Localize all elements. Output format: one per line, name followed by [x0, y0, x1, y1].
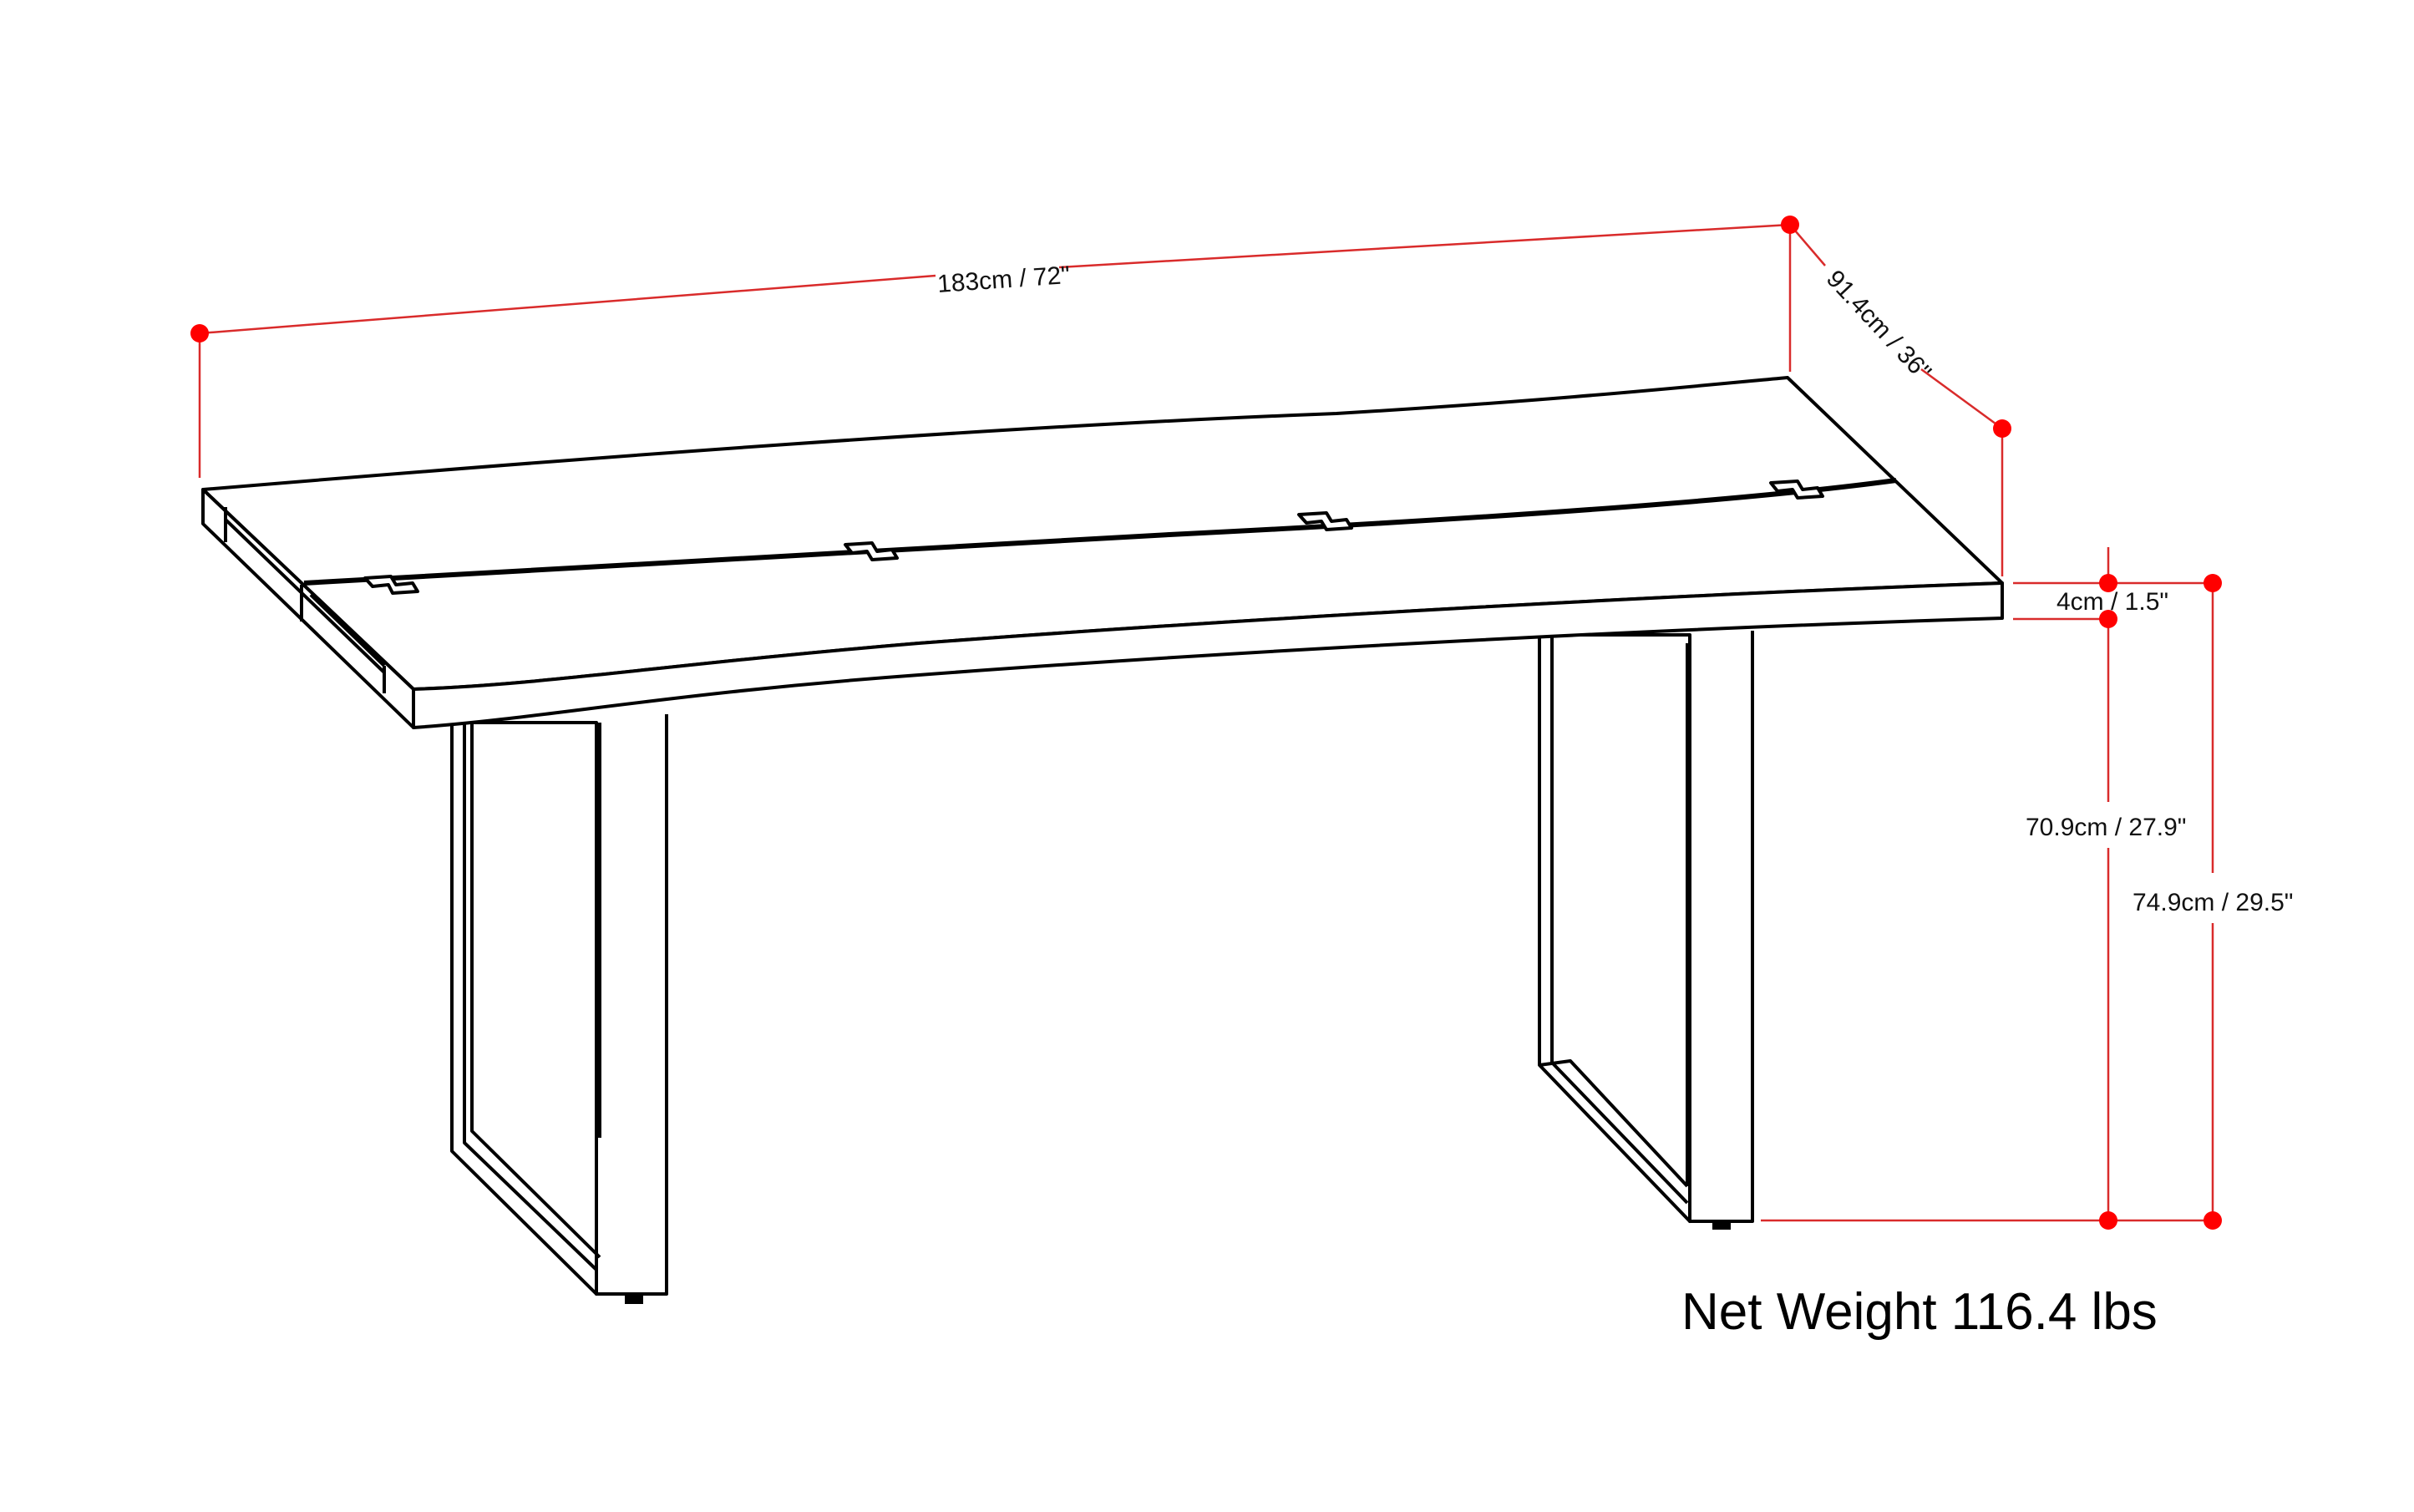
- butterfly-key: [363, 575, 419, 595]
- right-leg: [1538, 631, 1754, 1230]
- net-weight-label: Net Weight 116.4 lbs: [1681, 1283, 2158, 1341]
- overall-height-label: 74.9cm / 29.5": [2133, 889, 2293, 916]
- butterfly-key: [1297, 511, 1353, 531]
- thickness-label: 4cm / 1.5": [2056, 588, 2168, 616]
- butterfly-key: [844, 541, 899, 561]
- table-top: [201, 376, 2004, 729]
- dimension-dots: [190, 216, 2222, 1230]
- butterfly-key: [1769, 479, 1824, 500]
- length-label: 183cm / 72": [936, 261, 1071, 298]
- depth-label: 91.4cm / 36": [1821, 265, 1936, 386]
- leg-clearance-label: 70.9cm / 27.9": [2026, 814, 2186, 841]
- dimension-lines: [198, 223, 2214, 1222]
- left-leg: [450, 714, 668, 1304]
